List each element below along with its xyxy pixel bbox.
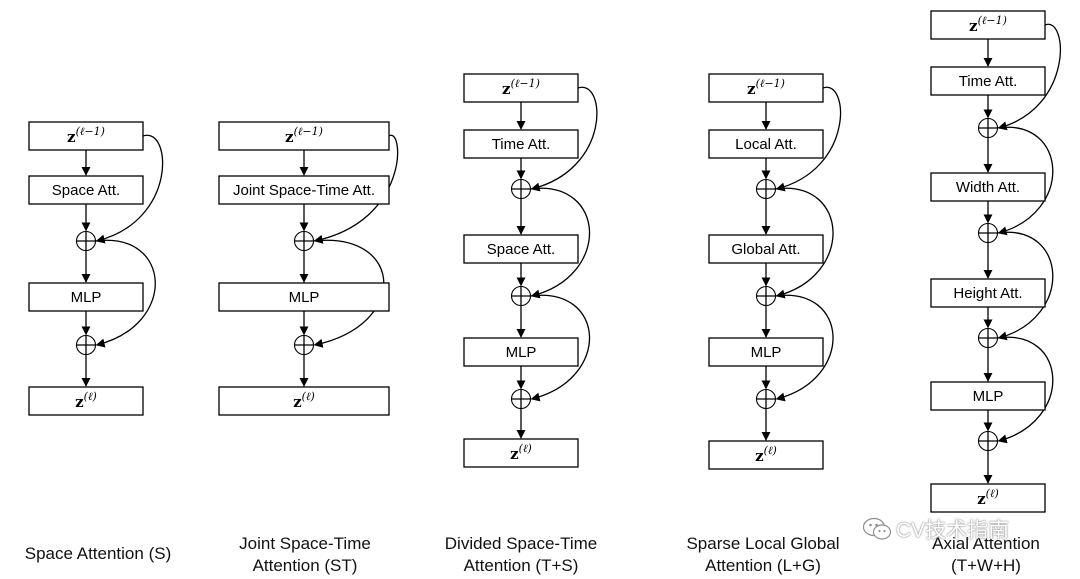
panel-space: z(ℓ−1) Space Att. MLP z(ℓ) xyxy=(28,121,164,416)
z-label: z(ℓ) xyxy=(510,442,532,463)
joint-space-time-att-box: Joint Space-Time Att. xyxy=(218,175,390,205)
time-att-box: Time Att. xyxy=(930,66,1046,96)
block-label: MLP xyxy=(71,289,102,306)
panel-divided: z(ℓ−1) Time Att. Space Att. MLP z(ℓ) xyxy=(463,73,598,468)
block-label: Width Att. xyxy=(956,179,1020,196)
block-label: MLP xyxy=(289,289,320,306)
block-label: Space Att. xyxy=(487,241,555,258)
caption-space: Space Attention (S) xyxy=(0,543,208,565)
height-att-box: Height Att. xyxy=(930,278,1046,308)
residual-arrow xyxy=(997,126,1054,236)
z-input-box: z(ℓ−1) xyxy=(930,10,1046,40)
z-input-box: z(ℓ−1) xyxy=(28,121,144,151)
residual-arrow xyxy=(530,86,598,192)
z-label: z(ℓ) xyxy=(75,390,97,411)
caption-line: Attention (T+S) xyxy=(463,556,579,575)
caption-axial: Axial Attention (T+W+H) xyxy=(876,533,1080,577)
sum-node xyxy=(75,334,97,356)
mlp-box: MLP xyxy=(28,282,144,312)
block-label: Global Att. xyxy=(731,241,800,258)
sum-node xyxy=(755,388,777,410)
block-label: Space Att. xyxy=(52,182,120,199)
z-output-box: z(ℓ) xyxy=(218,386,390,416)
z-label: z(ℓ−1) xyxy=(285,125,323,146)
residual-arrow xyxy=(997,23,1061,131)
residual-arrow xyxy=(997,336,1054,444)
residual-arrow xyxy=(95,134,164,244)
sum-node xyxy=(510,285,532,307)
caption-line: Attention (L+G) xyxy=(705,556,821,575)
residual-arrow xyxy=(997,231,1054,341)
block-label: Joint Space-Time Att. xyxy=(233,182,375,199)
sum-node xyxy=(510,178,532,200)
caption-line: Divided Space-Time xyxy=(444,534,598,553)
residual-arrow xyxy=(95,239,156,348)
watermark-text: CV技术指南 xyxy=(896,519,1010,542)
block-label: Height Att. xyxy=(953,285,1022,302)
block-label: MLP xyxy=(973,388,1004,405)
z-output-box: z(ℓ) xyxy=(930,483,1046,513)
space-att-box: Space Att. xyxy=(463,234,579,264)
time-att-box: Time Att. xyxy=(463,129,579,159)
block-label: Time Att. xyxy=(959,73,1018,90)
caption-line: Joint Space-Time xyxy=(239,534,371,553)
z-output-box: z(ℓ) xyxy=(463,438,579,468)
caption-line: Axial Attention xyxy=(932,534,1040,553)
sum-node xyxy=(755,178,777,200)
block-label: MLP xyxy=(751,344,782,361)
panel-axial: z(ℓ−1) Time Att. Width Att. Height Att. MLP z… xyxy=(930,10,1061,513)
mlp-box: MLP xyxy=(218,282,390,312)
residual-arrow xyxy=(775,86,842,192)
mlp-box: MLP xyxy=(463,337,579,367)
z-label: z(ℓ) xyxy=(293,390,315,411)
sum-node xyxy=(755,285,777,307)
space-att-box: Space Att. xyxy=(28,175,144,205)
panel-joint: z(ℓ−1) Joint Space-Time Att. MLP z(ℓ) xyxy=(218,121,399,416)
z-label: z(ℓ) xyxy=(755,444,777,465)
caption-line: Space Attention (S) xyxy=(24,544,172,563)
block-label: MLP xyxy=(506,344,537,361)
local-att-box: Local Att. xyxy=(708,129,824,159)
sum-node xyxy=(510,388,532,410)
sum-node xyxy=(293,230,315,252)
residual-arrow xyxy=(775,187,834,299)
sum-node xyxy=(293,334,315,356)
width-att-box: Width Att. xyxy=(930,172,1046,202)
residual-arrow xyxy=(775,294,834,402)
watermark: CV技术指南 xyxy=(862,514,1009,544)
z-label: z(ℓ−1) xyxy=(969,14,1007,35)
z-input-box: z(ℓ−1) xyxy=(463,73,579,103)
residual-arrow xyxy=(313,239,385,348)
block-label: Local Att. xyxy=(735,136,797,153)
z-output-box: z(ℓ) xyxy=(28,386,144,416)
z-label: z(ℓ−1) xyxy=(67,125,105,146)
sum-node xyxy=(977,327,999,349)
z-output-box: z(ℓ) xyxy=(708,440,824,470)
residual-arrow xyxy=(530,187,591,299)
panel-sparse: z(ℓ−1) Local Att. Global Att. MLP z(ℓ) xyxy=(708,73,842,470)
wechat-icon xyxy=(862,517,892,540)
global-att-box: Global Att. xyxy=(708,234,824,264)
caption-line: Sparse Local Global xyxy=(686,534,840,553)
sum-node xyxy=(977,222,999,244)
sum-node xyxy=(75,230,97,252)
sum-node xyxy=(977,117,999,139)
block-label: Time Att. xyxy=(492,136,551,153)
mlp-box: MLP xyxy=(930,381,1046,411)
caption-line: Attention (ST) xyxy=(252,556,358,575)
z-input-box: z(ℓ−1) xyxy=(708,73,824,103)
residual-arrow xyxy=(313,134,399,244)
z-input-box: z(ℓ−1) xyxy=(218,121,390,151)
z-label: z(ℓ−1) xyxy=(747,77,785,98)
caption-line: (T+W+H) xyxy=(951,556,1021,575)
mlp-box: MLP xyxy=(708,337,824,367)
sum-node xyxy=(977,430,999,452)
z-label: z(ℓ−1) xyxy=(502,77,540,98)
residual-arrow xyxy=(530,294,591,402)
z-label: z(ℓ) xyxy=(977,487,999,508)
